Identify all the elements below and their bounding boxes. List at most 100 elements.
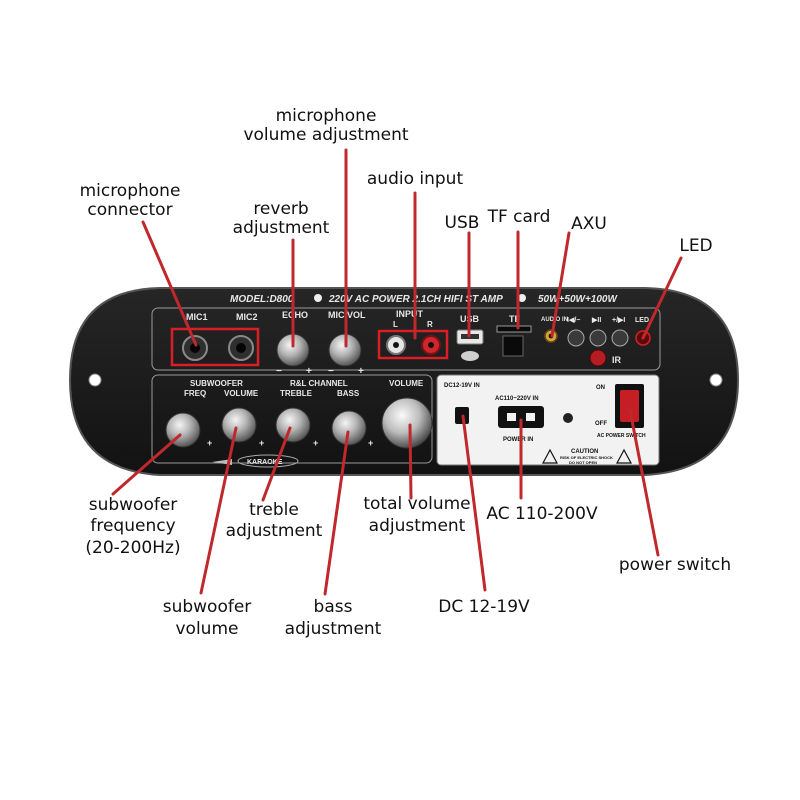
ac-in-label: AC110~220V IN [495,396,539,402]
input-l-label: L [393,320,398,329]
callout-power-switch: power switch [619,555,731,575]
rca-right-hole [428,342,434,348]
sub-volume-knob[interactable] [221,407,257,443]
callout-mic-volume-line2: volume adjustment [243,125,408,145]
sub-volume-label: VOLUME [224,389,259,398]
header-bar: MODEL:D800 220V AC POWER 2.1CH HIFI ST A… [230,294,618,305]
bass-knob[interactable] [331,410,367,446]
sub-volume-plus: + [259,438,264,448]
callout-tf-card: TF card [487,207,551,227]
usb-logo [461,351,479,361]
freq-label: FREQ [184,389,206,398]
ir-label: IR [612,355,622,365]
callout-axu: AXU [571,214,607,234]
leader-led [641,256,683,340]
mic-jacks: MIC1 MIC2 [170,312,260,367]
bass-label: BASS [337,389,360,398]
power-section: DC12-19V IN AC110~220V IN POWER IN ON OF… [436,374,660,466]
top-section-frame [151,307,661,371]
echo-plus: + [306,366,312,377]
rl-channel-heading: R&L CHANNEL [290,379,348,388]
rca-input: INPUT L R [377,309,449,360]
play-button[interactable] [589,329,607,347]
echo-label: ECHO [282,310,308,320]
treble-plus: + [313,438,318,448]
input-label: INPUT [396,309,424,319]
prev-label: I◀/− [567,317,580,324]
leader-dc [461,414,487,592]
power-section-plate [436,374,660,466]
callout-reverb-line1: reverb [253,199,308,219]
mic1-jack-hole [190,343,200,353]
header-dot-1 [314,294,322,302]
callout-mic-volume-line1: microphone [276,106,377,126]
caution-line-3: DO NOT OPEN [569,460,597,465]
ac-pin-right [526,413,535,421]
callout-usb: USB [445,213,480,233]
header-model: MODEL:D800 [230,294,294,305]
rca-left-hole [393,342,399,348]
callout-mic-connector-line2: connector [87,200,172,220]
callout-subwoofer-volume-line2: volume [176,619,239,639]
power-rocker-face [620,390,639,422]
mount-hole-right [709,373,723,387]
leader-subwoofer-frequency [111,433,182,496]
freq-plus: + [207,438,212,448]
leader-lines [111,148,683,596]
dc-in-label: DC12-19V IN [444,383,480,389]
leader-bass [323,430,350,596]
callout-subwoofer-frequency-line3: (20-200Hz) [85,538,180,558]
input-r-label: R [427,320,433,329]
tf-label: TF [509,314,520,324]
treble-knob[interactable] [275,407,311,443]
mic2-jack-hole [236,343,246,353]
main-volume-label: VOLUME [389,379,424,388]
echo-minus: − [276,366,282,377]
leader-treble [261,426,292,502]
tone-controls: SUBWOOFER R&L CHANNEL FREQ VOLUME TREBLE… [165,379,433,468]
mount-hole-left [88,373,102,387]
tf-card-slot[interactable] [496,325,532,333]
callout-dc: DC 12-19V [438,597,530,617]
main-volume-knob[interactable] [381,397,433,449]
callout-led: LED [679,236,712,256]
mic1-label: MIC1 [186,312,208,322]
mic-highlight-box [170,327,260,367]
callout-subwoofer-volume-line1: subwoofer [163,597,252,617]
next-label: +/▶I [612,317,625,324]
ac-input-socket[interactable] [498,406,544,428]
callout-subwoofer-frequency-line1: subwoofer [89,495,178,515]
callout-total-volume-line1: total volume [363,494,470,514]
callout-bass-line1: bass [314,597,353,617]
callout-bass-line2: adjustment [285,619,382,639]
caution-title: CAUTION [571,449,598,455]
on-label: ON [596,385,605,391]
prev-button[interactable] [567,329,585,347]
power-in-label: POWER IN [503,437,533,443]
display-window [502,335,524,357]
bass-plus: + [368,438,373,448]
off-label: OFF [595,421,607,427]
callout-labels: microphone volume adjustment audio input… [80,106,732,639]
subwoofer-heading: SUBWOOFER [190,379,243,388]
karaoke-badge [237,454,299,468]
next-button[interactable] [611,329,629,347]
leader-subwoofer-volume [199,426,238,595]
leader-mic-connector [141,220,198,347]
mic-vol-plus: + [358,366,364,377]
warning-triangle-left [541,448,559,464]
callout-total-volume-line2: adjustment [369,516,466,536]
callout-ac: AC 110-200V [486,504,598,524]
ir-sensor [589,349,607,367]
warning-triangle-right [615,448,633,464]
ac-pin-left [507,413,516,421]
treble-label: TREBLE [280,389,313,398]
callout-subwoofer-frequency-line2: frequency [90,516,175,536]
callout-mic-connector-line1: microphone [80,181,181,201]
callout-treble-line2: adjustment [226,521,323,541]
ac-power-switch-label: AC POWER SWITCH [597,433,646,439]
callout-reverb-line2: adjustment [233,218,330,238]
led-label: LED [635,317,649,324]
leader-axu [550,231,571,338]
